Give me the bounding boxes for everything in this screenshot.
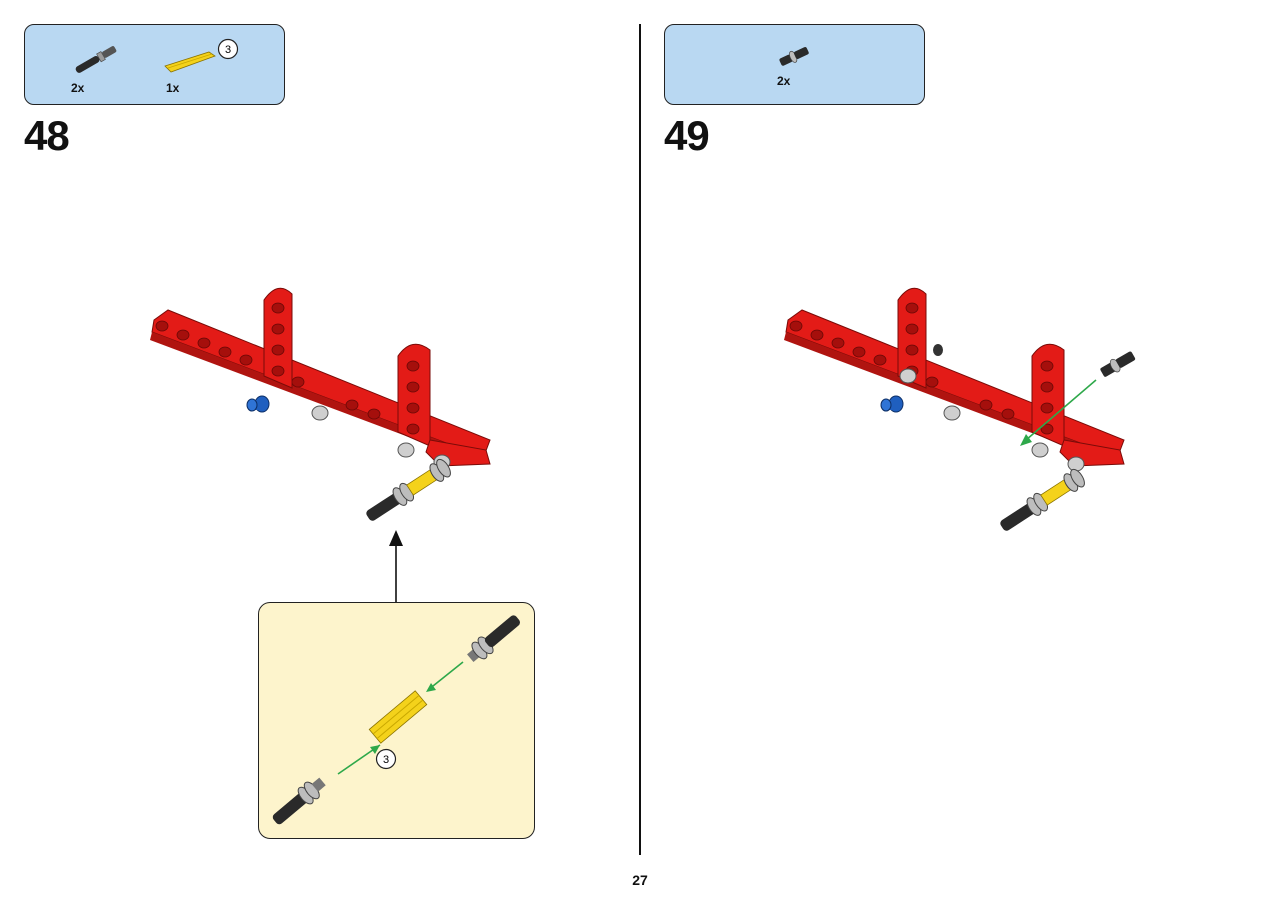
callout-length-number: 3	[383, 754, 389, 766]
yellow-axle-icon	[164, 51, 216, 73]
step-number: 49	[664, 112, 710, 159]
sub-assembly-drawing: 3	[272, 615, 520, 825]
connector-pin-icon	[779, 47, 809, 66]
axle-pin-icon	[75, 46, 117, 73]
assembly-step-49	[784, 287, 1136, 531]
part-qty-axle-pin: 2x	[71, 81, 85, 95]
assembly-step-48	[150, 287, 491, 602]
parts-list-step-49	[664, 24, 925, 105]
page-number: 27	[632, 872, 648, 888]
part-qty-connector-pin: 2x	[777, 74, 791, 88]
page-divider	[639, 24, 641, 855]
step-number: 48	[24, 112, 70, 159]
length-callout-number: 3	[225, 44, 231, 56]
parts-list-step-48	[24, 24, 285, 105]
part-qty-yellow-axle: 1x	[166, 81, 180, 95]
length-callout-circle: 3	[217, 38, 239, 60]
